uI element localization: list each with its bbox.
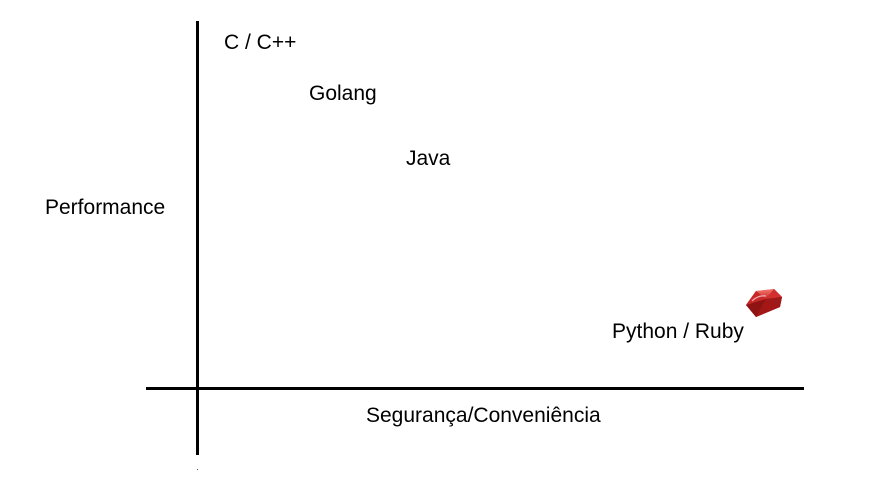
x-axis-line — [146, 387, 804, 390]
y-axis-label: Performance — [45, 196, 166, 219]
x-axis-label: Segurança/Conveniência — [366, 404, 601, 427]
ruby-gem-icon — [746, 289, 782, 317]
point-label-golang: Golang — [309, 82, 377, 105]
point-label-c-cpp: C / C++ — [224, 31, 297, 54]
y-axis-line — [196, 21, 199, 455]
point-label-python-ruby: Python / Ruby — [612, 320, 744, 343]
stray-dot — [197, 469, 198, 470]
point-label-java: Java — [406, 147, 451, 170]
